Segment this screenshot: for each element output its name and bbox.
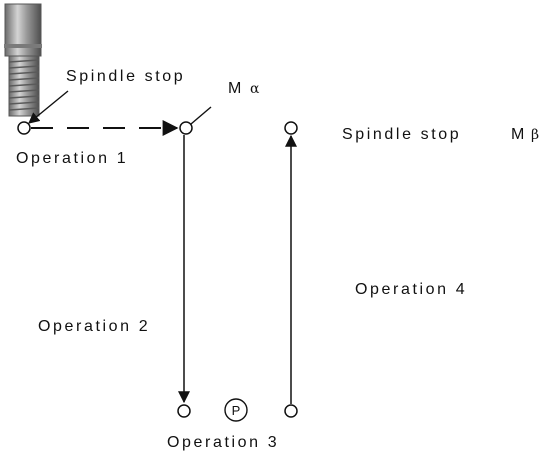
operation-4-label: Operation 4 — [355, 281, 467, 298]
beta-symbol: β — [531, 127, 539, 143]
position-m-beta-circle — [284, 121, 298, 135]
tap-tool-icon — [4, 3, 42, 117]
start-position-circle — [17, 121, 31, 135]
operation-2-label: Operation 2 — [38, 318, 150, 335]
bottom-left-circle — [177, 404, 191, 418]
m-alpha-label: M — [228, 80, 244, 97]
spindle-stop-leader — [28, 90, 69, 124]
m-beta-label: M — [511, 126, 527, 143]
p-marker-circle — [224, 398, 248, 422]
spindle-stop-label: Spindle stop — [66, 68, 185, 85]
operation-1-label: Operation 1 — [16, 150, 128, 167]
p-marker-label: P — [232, 403, 241, 418]
m-alpha-leader — [190, 106, 212, 125]
spindle-stop-beta-label: Spindle stop — [342, 126, 461, 143]
operation-3-label: Operation 3 — [167, 434, 279, 451]
alpha-symbol: α — [250, 81, 260, 97]
position-m-alpha-circle — [179, 121, 193, 135]
bottom-right-circle — [284, 404, 298, 418]
